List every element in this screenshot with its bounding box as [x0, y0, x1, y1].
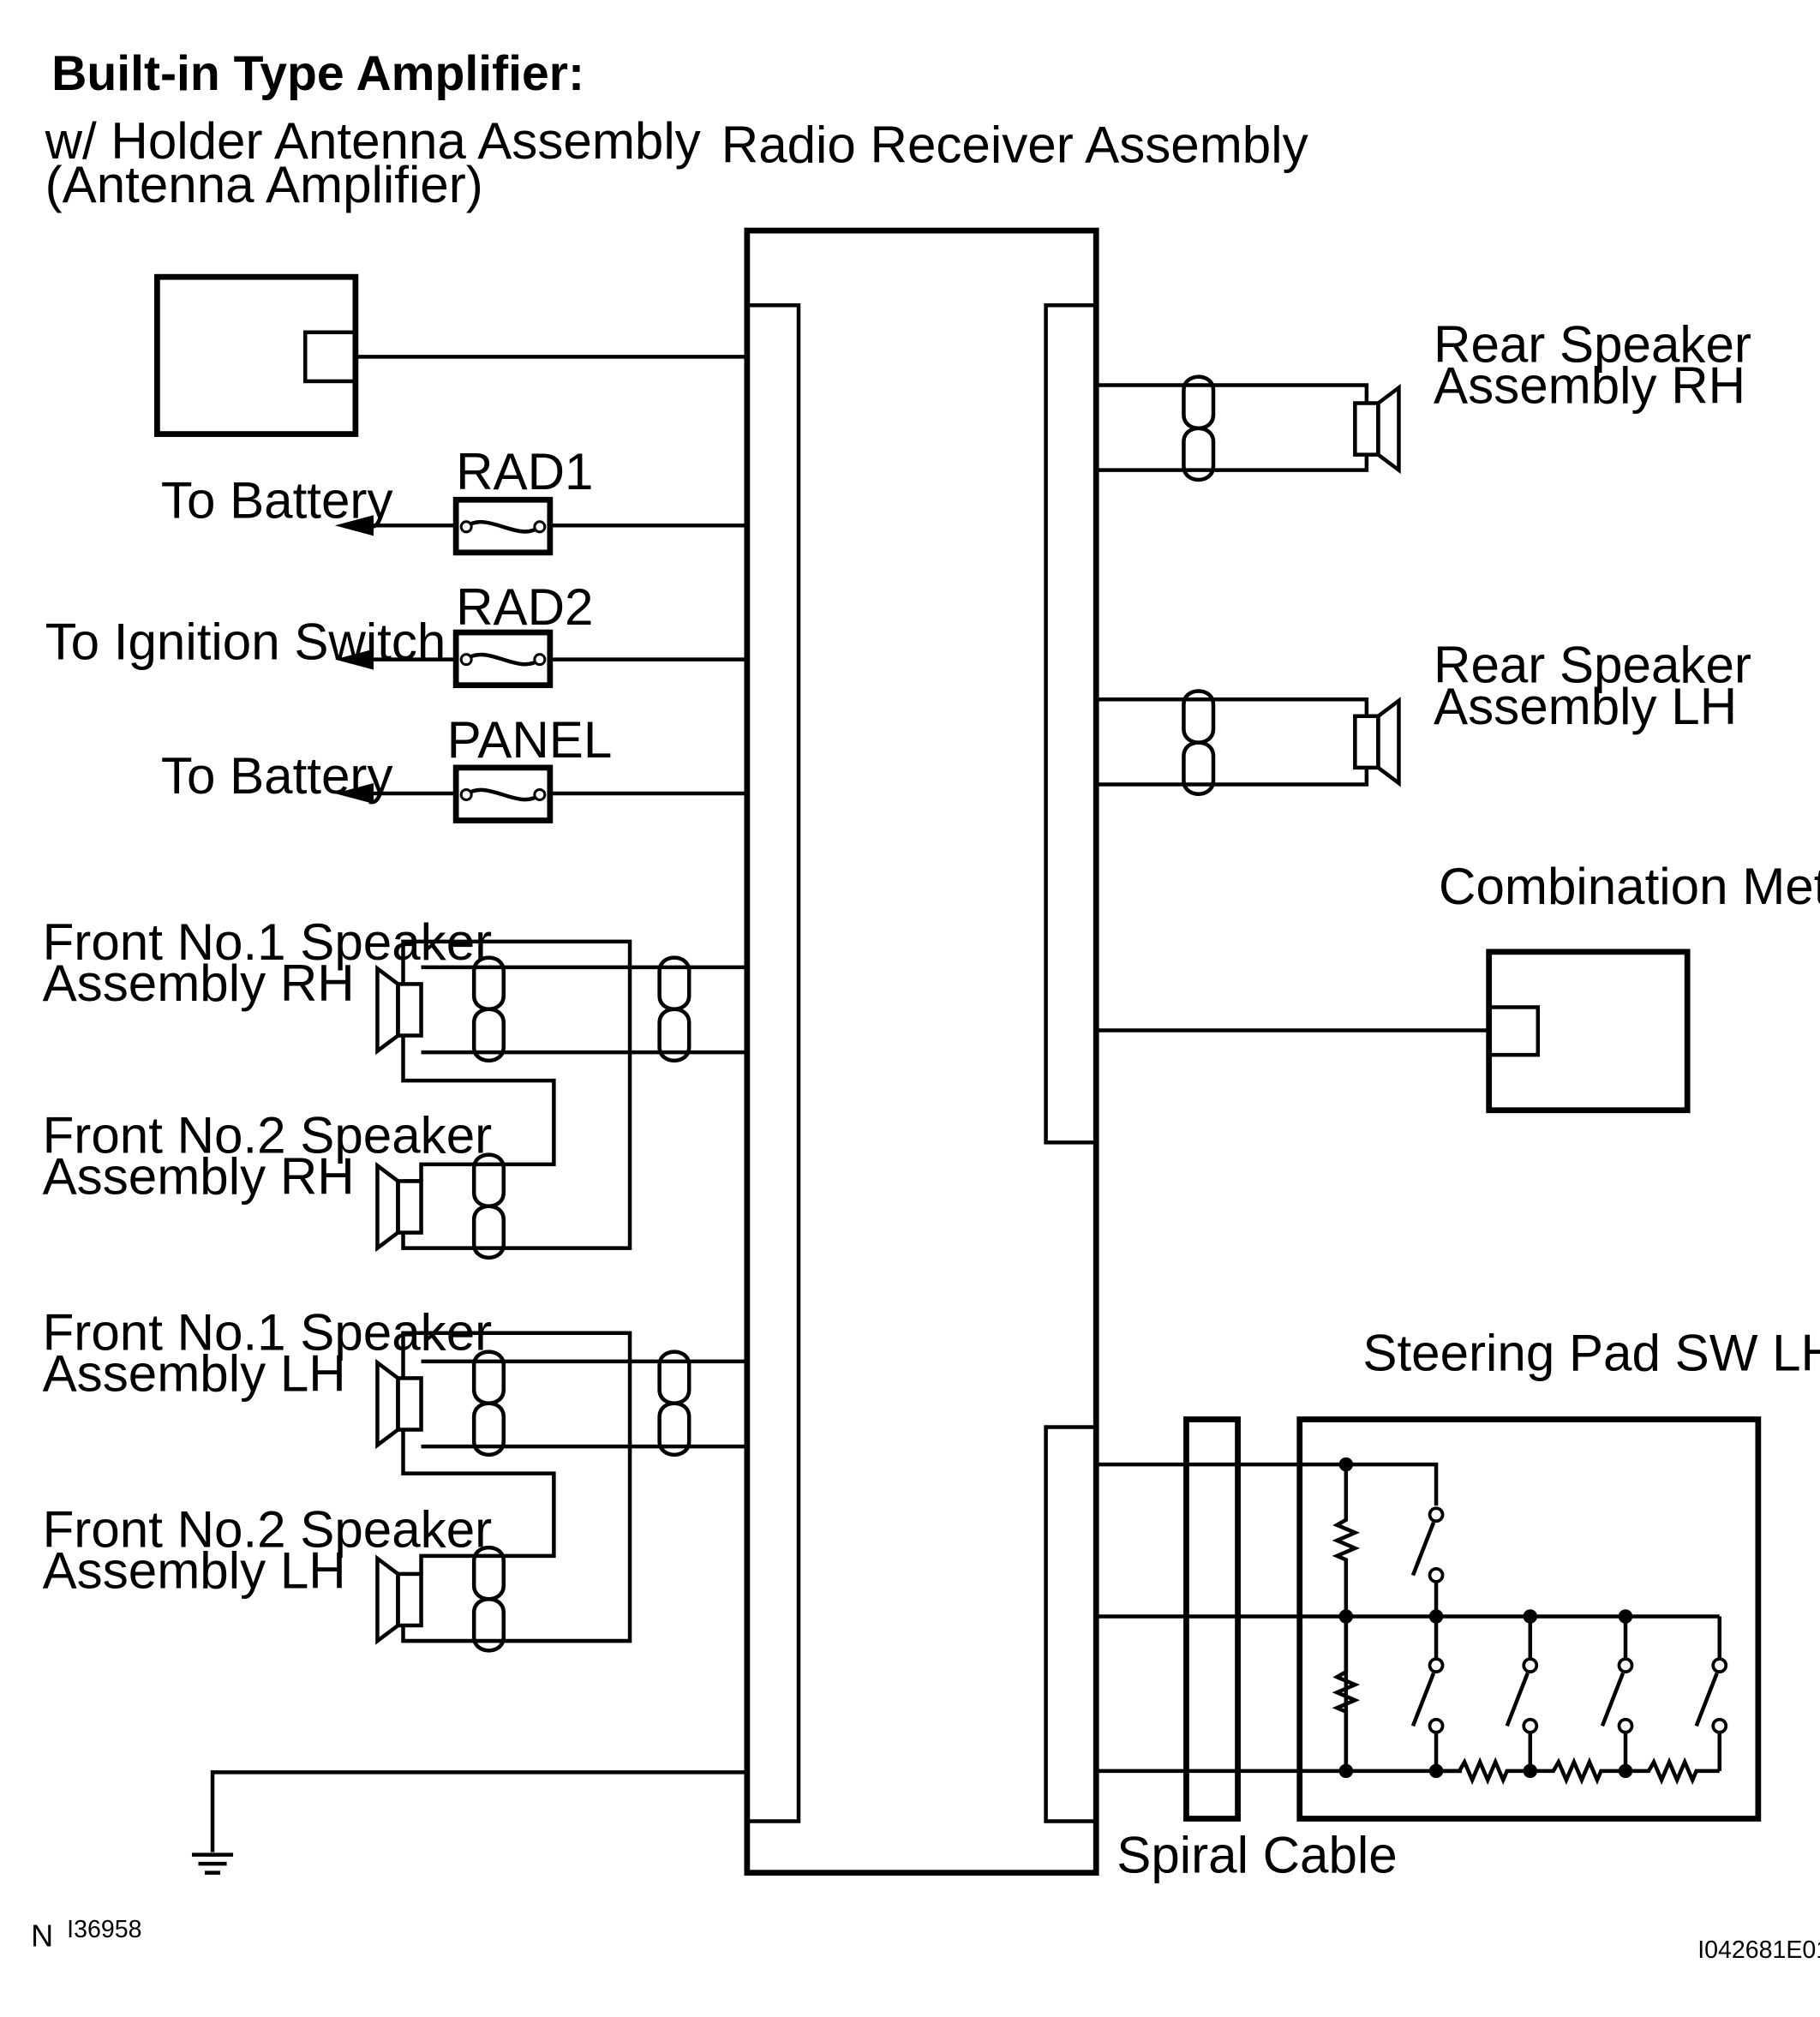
- front2-lh-line1: Front No.2 Speaker: [43, 1500, 493, 1558]
- fuse-rad1-label: RAD1: [456, 443, 593, 500]
- diagram-title: Built-in Type Amplifier:: [51, 46, 584, 101]
- front2-rh-line2: Assembly RH: [43, 1147, 355, 1205]
- spiral-cable-label: Spiral Cable: [1117, 1827, 1397, 1884]
- antenna-label-line1: w/ Holder Antenna Assembly: [45, 112, 701, 170]
- antenna-amplifier-box: [154, 273, 747, 437]
- front2-lh-line2: Assembly LH: [43, 1541, 346, 1599]
- front-speaker-rh-wiring: [375, 939, 747, 1260]
- rear-speaker-rh: [1096, 374, 1401, 482]
- fuse-panel: [334, 764, 747, 823]
- ground-symbol: [191, 1770, 747, 1875]
- front1-lh-line2: Assembly LH: [43, 1344, 346, 1402]
- drawing-id-code: I36958: [67, 1916, 141, 1943]
- receiver-label: Radio Receiver Assembly: [721, 116, 1308, 173]
- fuse-rad2: [334, 629, 747, 689]
- figure-id-code: I042681E01: [1697, 1936, 1820, 1964]
- rear-rh-line1: Rear Speaker: [1434, 315, 1751, 373]
- steering-pad-label: Steering Pad SW LH: [1362, 1324, 1820, 1381]
- fuse-rad2-target: To Ignition Switch: [45, 613, 446, 671]
- rear-lh-line2: Assembly LH: [1434, 678, 1737, 735]
- fuse-rad1: [334, 496, 747, 556]
- spiral-cable: [1183, 1416, 1241, 1822]
- rear-speaker-lh: [1096, 689, 1401, 796]
- front2-rh-line1: Front No.2 Speaker: [43, 1106, 493, 1164]
- front-speaker-lh-wiring: [375, 1331, 747, 1653]
- front1-rh-line2: Assembly RH: [43, 955, 355, 1012]
- antenna-label-line2: (Antenna Amplifier): [45, 156, 483, 213]
- combination-meter-label: Combination Meter: [1439, 858, 1820, 915]
- fuse-rad2-label: RAD2: [456, 578, 593, 636]
- fuse-panel-label: PANEL: [447, 711, 613, 769]
- combination-meter-box: [1096, 949, 1691, 1114]
- rear-rh-line2: Assembly RH: [1434, 357, 1745, 415]
- fuse-rad1-target: To Battery: [161, 471, 393, 529]
- corner-n-code: N: [31, 1918, 53, 1953]
- rear-lh-line1: Rear Speaker: [1434, 637, 1751, 694]
- steering-pad-switch-box: [1096, 1416, 1762, 1822]
- radio-receiver-box: [744, 227, 1099, 1876]
